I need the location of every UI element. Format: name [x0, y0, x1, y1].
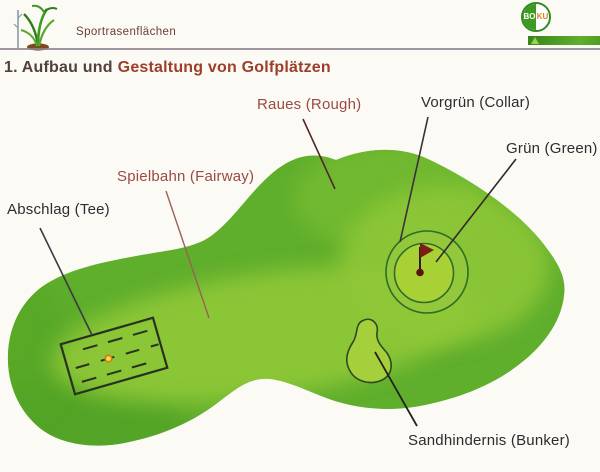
collar-label: Vorgrün (Collar) [421, 94, 531, 111]
boku-logo-right: KU [536, 4, 549, 30]
header-green-bar [528, 36, 600, 45]
triangle-icon [531, 37, 539, 44]
header-divider [0, 48, 600, 50]
tee-label: Abschlag (Tee) [7, 201, 110, 218]
rough-leader-line [302, 118, 336, 190]
header-brand-text: Sportrasenflächen [76, 26, 177, 38]
bunker-shape [345, 318, 392, 384]
slide-title-red: Gestaltung von Golfplätzen [117, 59, 331, 76]
fairway-leader-line [165, 190, 210, 319]
tee-marker-dot [104, 354, 113, 363]
boku-logo: BO KU [521, 2, 551, 32]
green-label: Grün (Green) [506, 140, 598, 157]
boku-logo-left: BO [523, 4, 536, 30]
bunker-leader-line [374, 351, 418, 427]
rough-label: Raues (Rough) [257, 96, 362, 113]
tee-leader-line [39, 227, 93, 336]
green-leader-line [435, 158, 517, 263]
tee-box [59, 316, 169, 396]
bunker-label: Sandhindernis (Bunker) [408, 432, 570, 449]
fairway-label: Spielbahn (Fairway) [117, 168, 255, 185]
slide-title-dark: 1. Aufbau und [4, 59, 113, 76]
collar-leader-line [399, 116, 429, 243]
leader-lines [39, 116, 517, 427]
flag-icon [416, 243, 434, 277]
